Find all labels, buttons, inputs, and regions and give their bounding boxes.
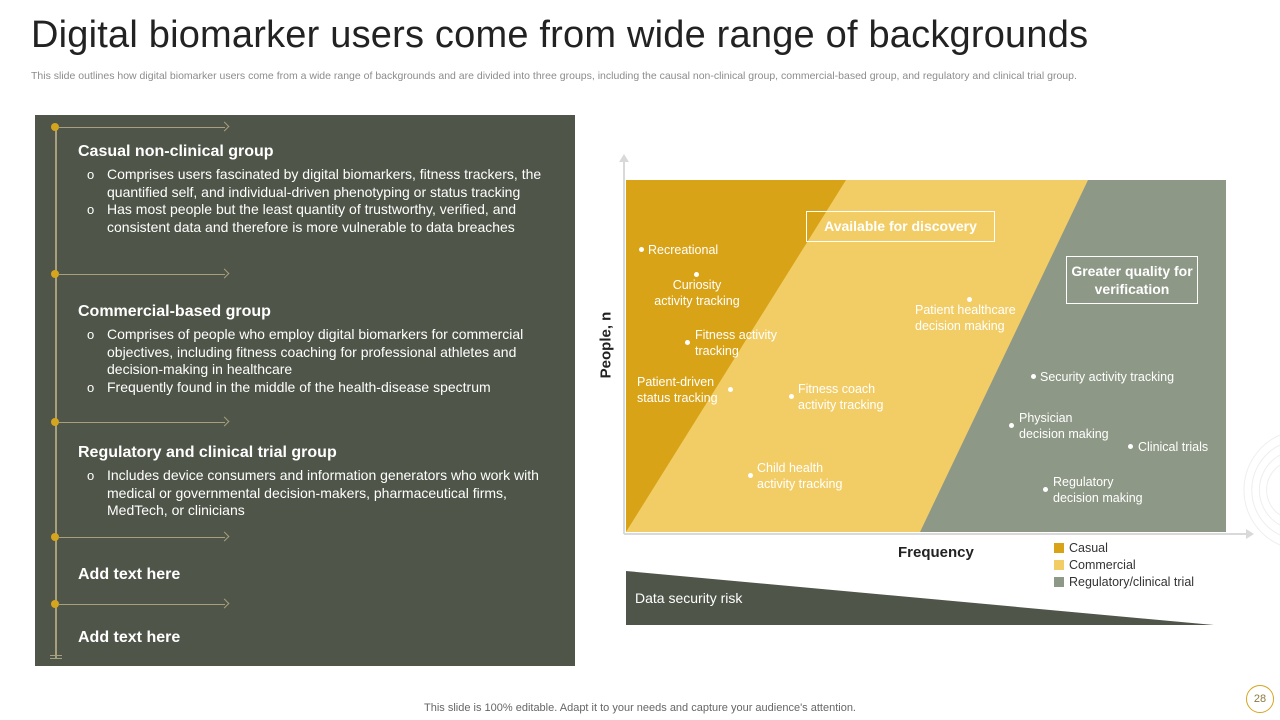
group-bullets-regulatory: Includes device consumers and informatio… [87,467,557,520]
timeline-end-mark [50,658,62,659]
timeline-marker-2 [51,268,231,279]
group-title-commercial: Commercial-based group [78,303,271,320]
point-security-activity-tracking: Security activity tracking [1040,370,1175,384]
decorative-arcs [1243,434,1280,546]
data-security-risk-label: Data security risk [635,590,743,606]
footer-note: This slide is 100% editable. Adapt it to… [424,702,856,714]
timeline-dot [51,533,59,541]
group-title-casual: Casual non-clinical group [78,143,274,160]
timeline-end-mark [50,655,62,656]
legend-item-regulatory: Regulatory/clinical trial [1054,575,1194,592]
timeline-marker-4 [51,531,231,542]
point-dot [1031,374,1036,379]
point-child-health-activity-tracking: Child health activity tracking [757,461,843,491]
point-dot [789,394,794,399]
x-axis-arrow-icon [1246,529,1254,539]
legend-label: Casual [1069,541,1108,555]
timeline-dot [51,123,59,131]
point-dot [1009,423,1014,428]
timeline-dot [51,418,59,426]
group-title-regulatory: Regulatory and clinical trial group [78,444,337,461]
legend-swatch [1054,577,1064,587]
point-fitness-coach-activity-tracking: Fitness coach activity tracking [798,382,884,412]
legend-item-casual: Casual [1054,541,1194,558]
legend-label: Commercial [1069,558,1136,572]
point-clinical-trials: Clinical trials [1138,440,1209,454]
timeline-marker-1 [51,121,231,132]
point-dot [685,340,690,345]
point-fitness-activity-tracking: Fitness activity tracking [695,328,777,358]
y-axis-arrow-icon [619,154,629,162]
point-curiosity-activity-tracking: Curiosity activity tracking [654,278,740,308]
page-subtitle: This slide outlines how digital biomarke… [31,70,1077,82]
point-regulatory-decision-making: Regulatory decision making [1053,475,1143,505]
x-axis-label: Frequency [898,544,974,561]
callout-greater-quality: Greater quality for verification [1066,256,1198,304]
timeline-dot [51,270,59,278]
data-security-risk-wedge [626,571,1214,625]
callout-available-for-discovery: Available for discovery [806,211,995,242]
point-recreational: Recreational [648,243,719,257]
legend-swatch [1054,543,1064,553]
timeline-marker-5 [51,598,231,609]
timeline-line [55,127,57,659]
point-dot [1128,444,1133,449]
point-patient-healthcare-decision-making: Patient healthcare decision making [915,303,1016,333]
timeline-marker-3 [51,416,231,427]
point-dot [639,247,644,252]
point-dot [694,272,699,277]
page-title: Digital biomarker users come from wide r… [31,14,1089,56]
bullet-item: Has most people but the least quantity o… [87,201,557,236]
point-patient-driven-status-tracking: Patient-driven status tracking [637,375,718,405]
group-title-placeholder-1: Add text here [78,566,181,583]
group-bullets-casual: Comprises users fascinated by digital bi… [87,166,557,236]
point-dot [748,473,753,478]
bullet-item: Frequently found in the middle of the he… [87,379,557,397]
bullet-item: Includes device consumers and informatio… [87,467,557,520]
legend-label: Regulatory/clinical trial [1069,575,1195,589]
bullet-item: Comprises of people who employ digital b… [87,326,557,379]
point-dot [728,387,733,392]
legend: Casual Commercial Regulatory/clinical tr… [1054,541,1194,592]
group-bullets-commercial: Comprises of people who employ digital b… [87,326,557,396]
point-dot [967,297,972,302]
zone-casual [626,180,846,532]
bullet-item: Comprises users fascinated by digital bi… [87,166,557,201]
group-title-placeholder-2: Add text here [78,629,181,646]
y-axis-label: People, n [597,311,615,379]
timeline-dot [51,600,59,608]
groups-panel: Casual non-clinical group Comprises user… [35,115,575,666]
point-dot [1043,487,1048,492]
legend-swatch [1054,560,1064,570]
page-number: 28 [1246,685,1274,713]
point-physician-decision-making: Physician decision making [1019,411,1109,441]
legend-item-commercial: Commercial [1054,558,1194,575]
